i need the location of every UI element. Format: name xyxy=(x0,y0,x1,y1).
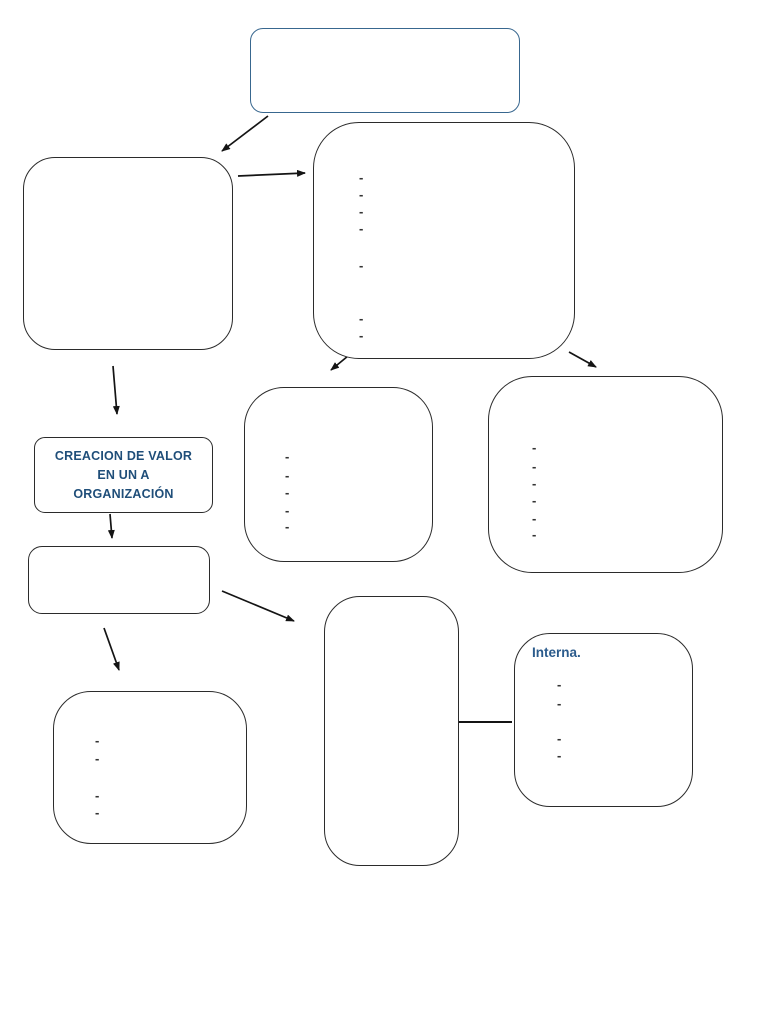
connector-small-bottomleft xyxy=(103,627,120,671)
dash-bullet: - xyxy=(532,476,537,491)
dash-bullet: - xyxy=(285,503,290,518)
node-right-box: ------ xyxy=(488,376,723,573)
dash-bullet: - xyxy=(359,311,364,326)
dash-bullet: - xyxy=(95,733,100,748)
interna-title: Interna. xyxy=(532,645,581,660)
connector-small-tall xyxy=(221,590,295,622)
creacion-label-line3: ORGANIZACIÓN xyxy=(73,486,174,501)
node-topic-box xyxy=(250,28,520,113)
dash-bullet: - xyxy=(285,449,290,464)
connector-topic-left xyxy=(221,115,269,152)
node-left-box xyxy=(23,157,233,350)
dash-bullet: - xyxy=(359,187,364,202)
connector-creacion-small xyxy=(107,513,115,539)
dash-bullet: - xyxy=(532,440,537,455)
dash-bullet: - xyxy=(557,696,562,711)
node-tall-box xyxy=(324,596,459,866)
connector-left-overview xyxy=(237,169,306,177)
dash-bullet: - xyxy=(359,170,364,185)
dash-bullet: - xyxy=(532,493,537,508)
dash-bullet: - xyxy=(359,221,364,236)
dash-bullet: - xyxy=(557,748,562,763)
node-bottomleft-box: - - - - xyxy=(53,691,247,844)
connector-overview-right xyxy=(568,351,597,368)
dash-bullet: - xyxy=(95,788,100,803)
node-midleft-box: ----- xyxy=(244,387,433,562)
dash-bullet: - xyxy=(532,527,537,542)
dash-bullet: - xyxy=(557,731,562,746)
dash-bullet: - xyxy=(359,328,364,343)
dash-bullet: - xyxy=(532,459,537,474)
dash-bullet: - xyxy=(557,677,562,692)
node-interna-box: Interna. - - - - xyxy=(514,633,693,807)
connector-overview-midleft xyxy=(330,355,349,371)
dash-bullet: - xyxy=(285,485,290,500)
dash-bullet: - xyxy=(359,258,364,273)
creacion-label: CREACION DE VALOR EN UN A ORGANIZACIÓN xyxy=(55,447,192,504)
dash-bullet: - xyxy=(95,805,100,820)
node-small-box xyxy=(28,546,210,614)
node-creacion-box: CREACION DE VALOR EN UN A ORGANIZACIÓN xyxy=(34,437,213,513)
dash-bullet: - xyxy=(359,204,364,219)
creacion-label-line1: CREACION DE VALOR xyxy=(54,448,193,463)
dash-bullet: - xyxy=(285,519,290,534)
connector-left-creacion xyxy=(112,365,120,415)
dash-bullet: - xyxy=(95,751,100,766)
dash-bullet: - xyxy=(285,468,290,483)
creacion-label-line2: EN UN A xyxy=(97,467,150,482)
dash-bullet: - xyxy=(532,511,537,526)
node-overview-box: - - - - - - - xyxy=(313,122,575,359)
